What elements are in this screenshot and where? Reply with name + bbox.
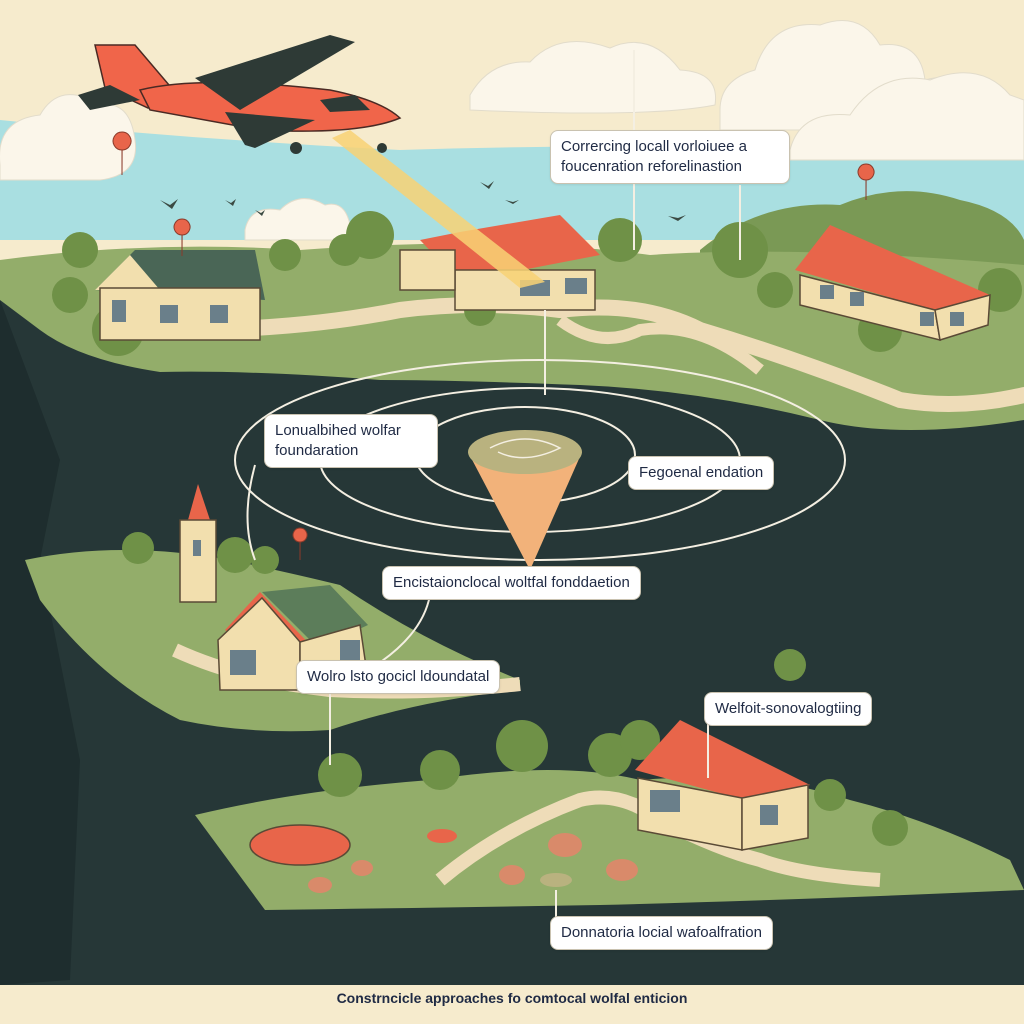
bird-icon (160, 181, 686, 221)
house (795, 225, 991, 342)
label-right-lower: Welfoit-sonovalogtiing (704, 692, 873, 726)
house (635, 720, 810, 851)
label-left-upper: Lonualbihed wolfar foundaration (264, 414, 438, 468)
caption: Constrncicle approaches fo comtocal wolf… (336, 990, 688, 1006)
label-right-mid: Fegoenal endation (628, 456, 775, 490)
label-left-lower: Wolro lsto gocicl ldoundatal (296, 660, 501, 694)
house (217, 585, 369, 691)
airplane (78, 35, 402, 154)
tree (318, 649, 908, 846)
animal (308, 833, 638, 893)
label-top: Corrercing locall vorloiuee a foucenrati… (550, 130, 790, 184)
label-bottom: Donnatoria locial wafoalfration (550, 916, 773, 950)
house (95, 250, 265, 341)
label-center: Encistaionclocal woltfal fonddaetion (382, 566, 641, 600)
tree (122, 532, 279, 574)
map-pin-icon (112, 131, 875, 561)
cloud (0, 20, 1024, 241)
church (179, 484, 217, 603)
garden-pond (249, 824, 572, 887)
light-beam (332, 130, 545, 288)
